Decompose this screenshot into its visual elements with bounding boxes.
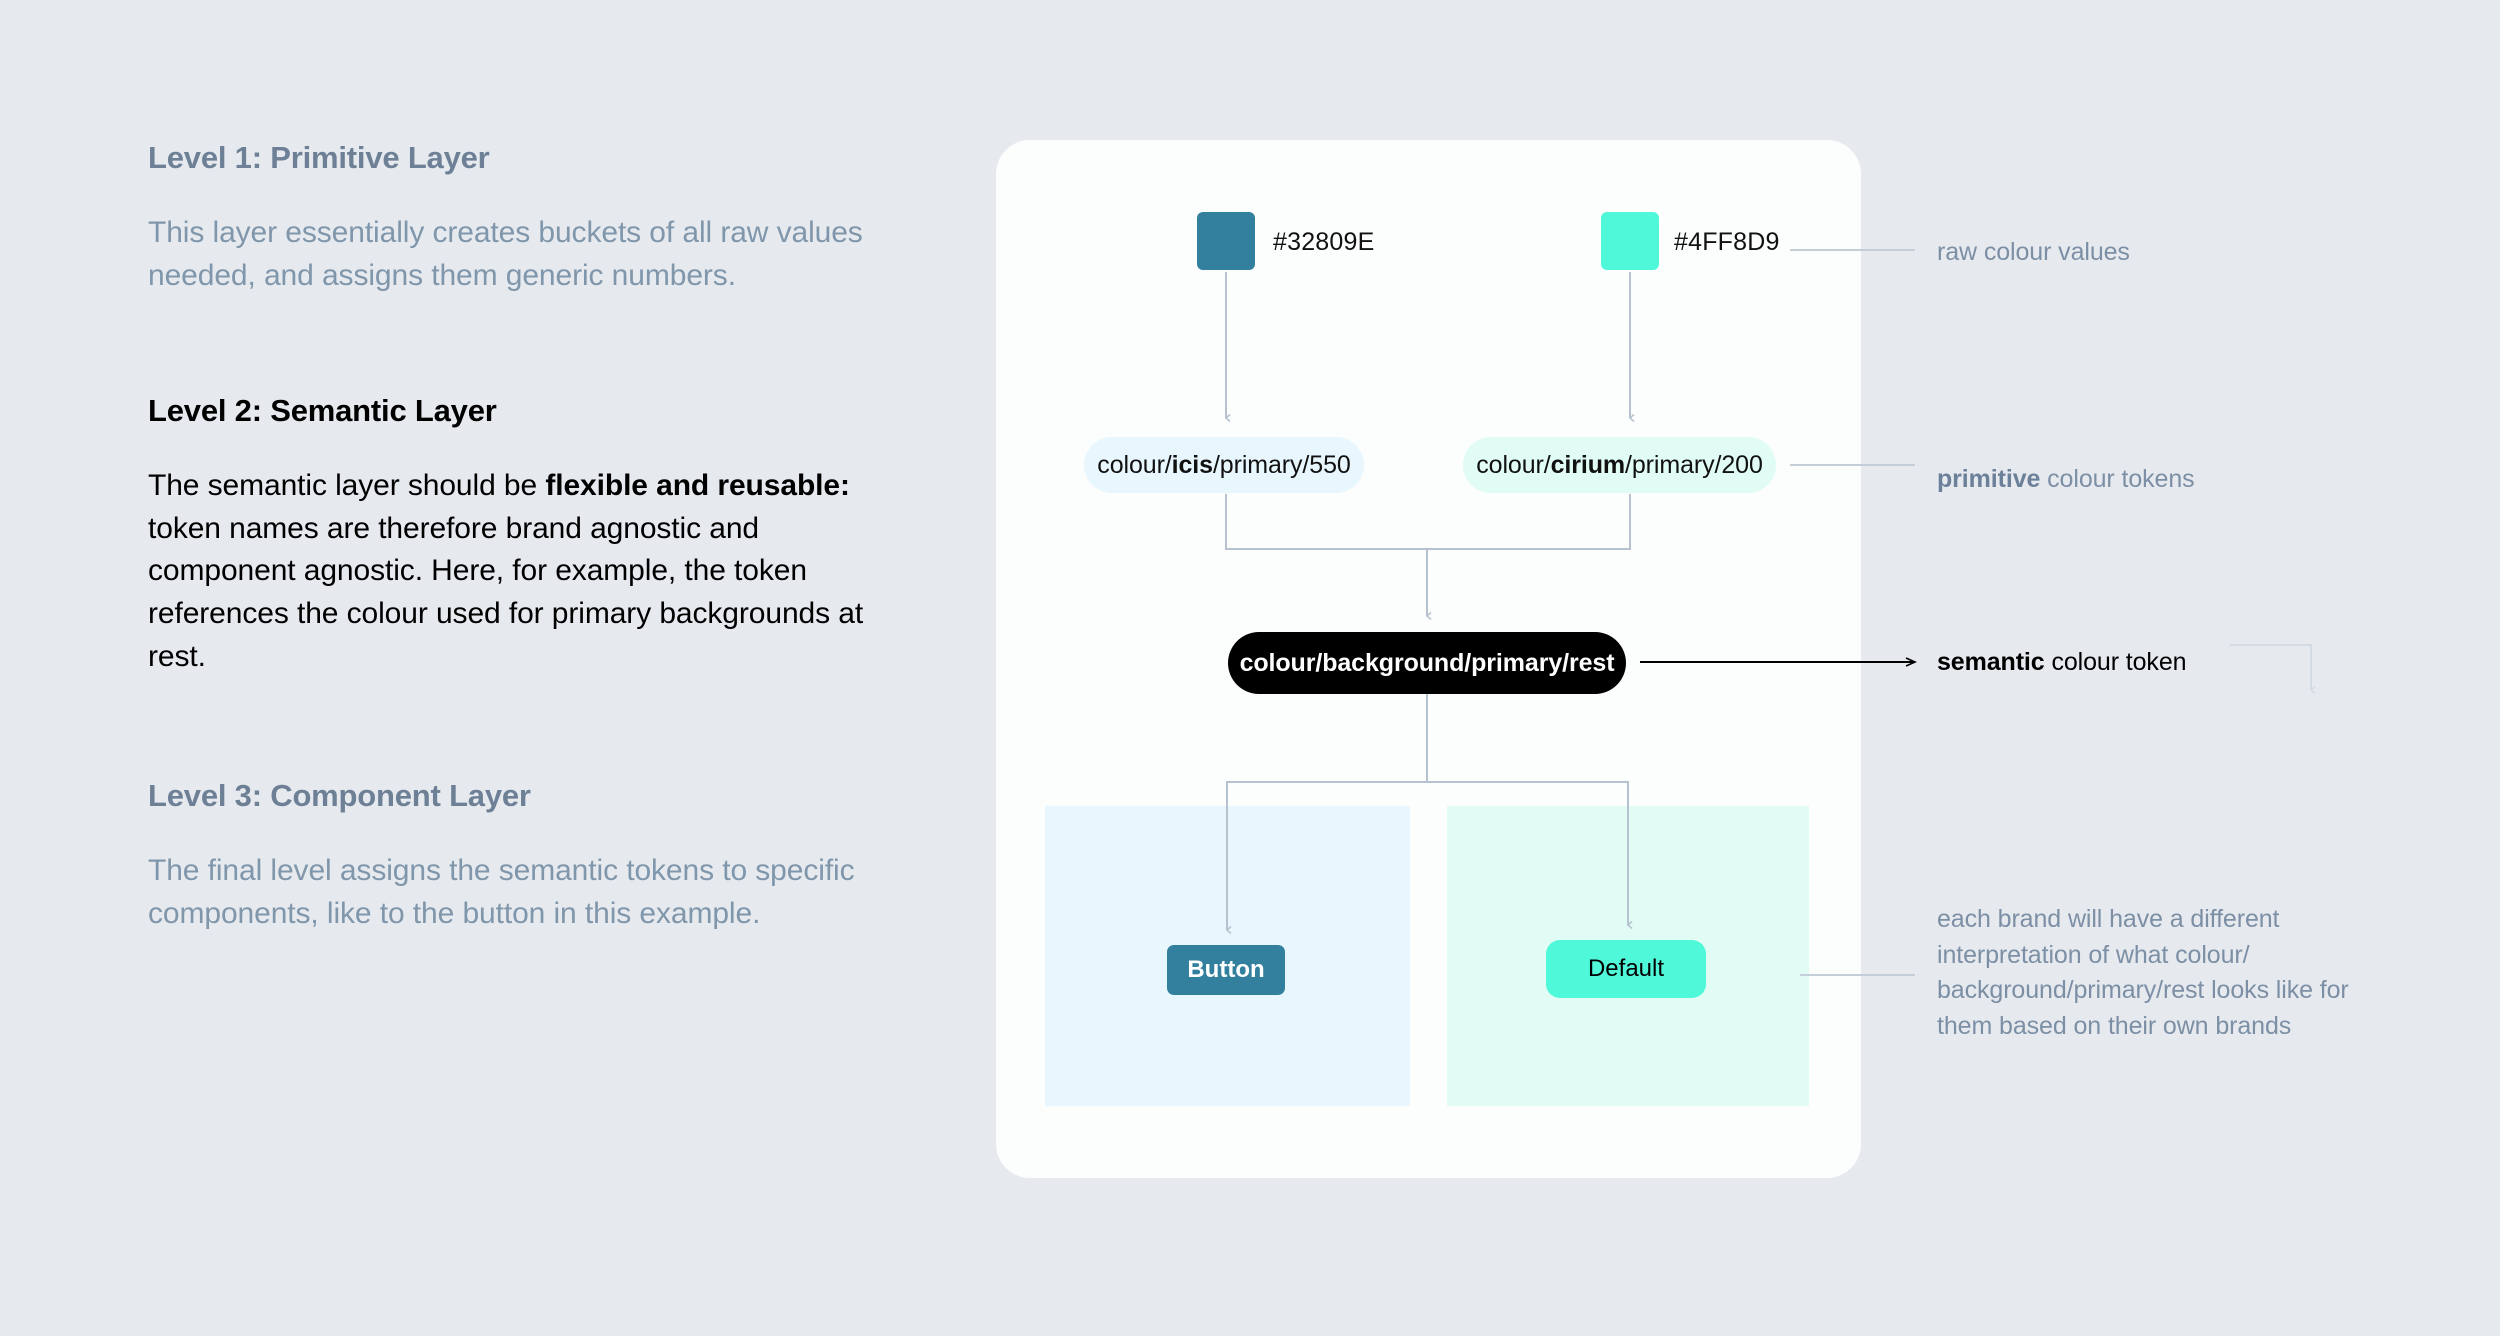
token-brand: icis (1171, 450, 1213, 479)
level-2-body-emphasis: flexible and reusable: (545, 469, 850, 503)
annotation-raw-colour-values: raw colour values (1937, 238, 2130, 266)
level-2-heading: Level 2: Semantic Layer (148, 393, 497, 429)
level-2-body-part1: The semantic layer should be (148, 469, 546, 503)
annotation-primitive-rest: colour tokens (2040, 465, 2195, 493)
component-button-icis[interactable]: Button (1167, 945, 1285, 995)
level-2-body: The semantic layer should be flexible an… (148, 465, 888, 678)
spacer (148, 353, 888, 393)
token-prefix: colour/ (1476, 450, 1551, 479)
token-prefix: colour/ (1097, 450, 1172, 479)
annotation-primitive-tokens: primitive colour tokens (1937, 462, 2195, 498)
level-1-block: Level 1: Primitive Layer This layer esse… (148, 140, 888, 297)
annotation-brand-interpretation: each brand will have a different interpr… (1937, 905, 2349, 1040)
component-button-cirium[interactable]: Default (1546, 940, 1706, 998)
annotation-semantic-emphasis: semantic (1937, 648, 2045, 676)
annotation-semantic-rest: colour token (2044, 648, 2187, 676)
level-2-body-part2: token names are therefore brand agnostic… (148, 511, 864, 673)
level-1-body: This layer essentially creates buckets o… (148, 216, 863, 292)
token-brand: cirium (1550, 450, 1626, 479)
primitive-token-icis[interactable]: colour/icis/primary/550 (1084, 437, 1364, 493)
level-3-heading: Level 3: Component Layer (148, 778, 531, 814)
hex-label-icis: #32809E (1273, 228, 1375, 256)
colour-swatch-cirium (1601, 212, 1659, 270)
explanation-column: Level 1: Primitive Layer This layer esse… (148, 140, 888, 935)
token-suffix: /primary/200 (1625, 450, 1763, 479)
level-2-block: Level 2: Semantic Layer The semantic lay… (148, 393, 888, 678)
level-3-body: The final level assigns the semantic tok… (148, 854, 855, 930)
spacer (148, 734, 888, 778)
level-3-block: Level 3: Component Layer The final level… (148, 778, 888, 935)
primitive-token-cirium[interactable]: colour/cirium/primary/200 (1463, 437, 1776, 493)
hex-label-cirium: #4FF8D9 (1674, 228, 1780, 256)
annotation-semantic-token: semantic colour token (1937, 645, 2187, 681)
level-1-heading: Level 1: Primitive Layer (148, 140, 490, 175)
semantic-token-pill[interactable]: colour/background/primary/rest (1228, 632, 1626, 694)
token-suffix: /primary/550 (1212, 450, 1351, 479)
annotation-primitive-emphasis: primitive (1937, 465, 2041, 493)
colour-swatch-icis (1197, 212, 1255, 270)
